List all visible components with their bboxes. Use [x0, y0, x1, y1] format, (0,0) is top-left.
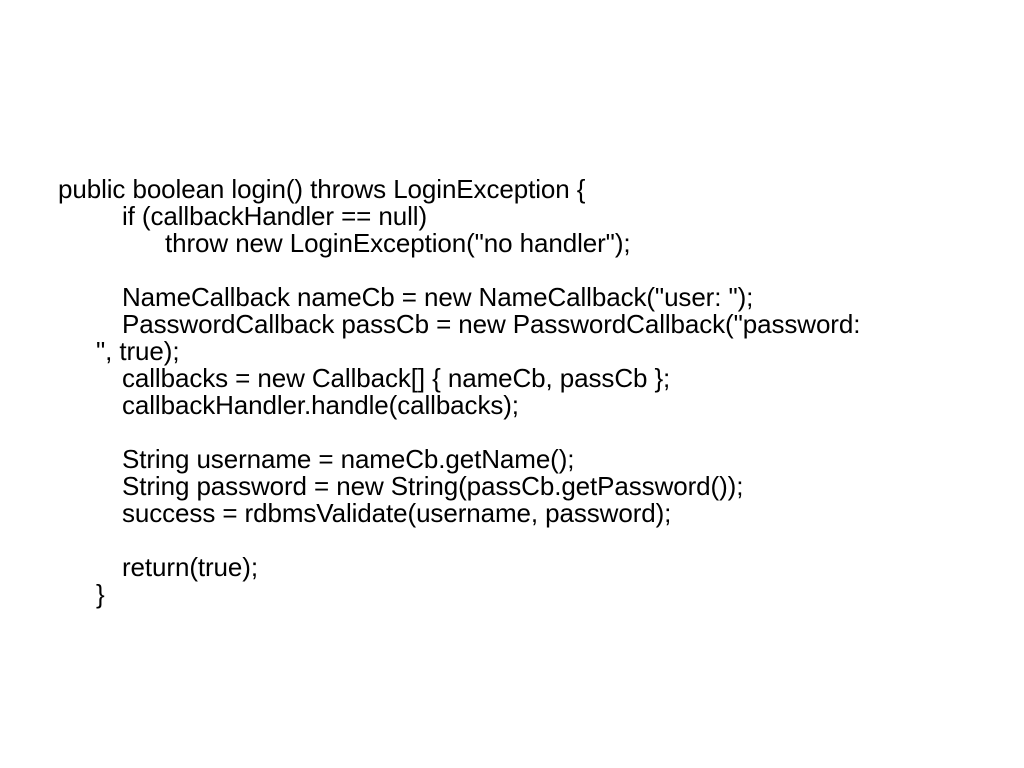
code-line: if (callbackHandler == null): [122, 201, 428, 231]
code-line: success = rdbmsValidate(username, passwo…: [122, 498, 672, 528]
code-line: callbackHandler.handle(callbacks);: [122, 390, 519, 420]
code-line: ", true);: [96, 336, 180, 366]
code-line: NameCallback nameCb = new NameCallback("…: [122, 282, 754, 312]
code-line-blank: [58, 419, 998, 446]
code-block: public boolean login() throws LoginExcep…: [58, 176, 998, 608]
code-line: PasswordCallback passCb = new PasswordCa…: [122, 309, 861, 339]
code-line: throw new LoginException("no handler");: [165, 228, 631, 258]
code-line: callbacks = new Callback[] { nameCb, pas…: [122, 363, 671, 393]
code-line: }: [96, 579, 105, 609]
code-line: return(true);: [122, 552, 258, 582]
code-line: public boolean login() throws LoginExcep…: [58, 174, 586, 204]
code-line: String username = nameCb.getName();: [122, 444, 575, 474]
code-line: String password = new String(passCb.getP…: [122, 471, 744, 501]
code-line-blank: [58, 527, 998, 554]
code-line-blank: [58, 257, 998, 284]
